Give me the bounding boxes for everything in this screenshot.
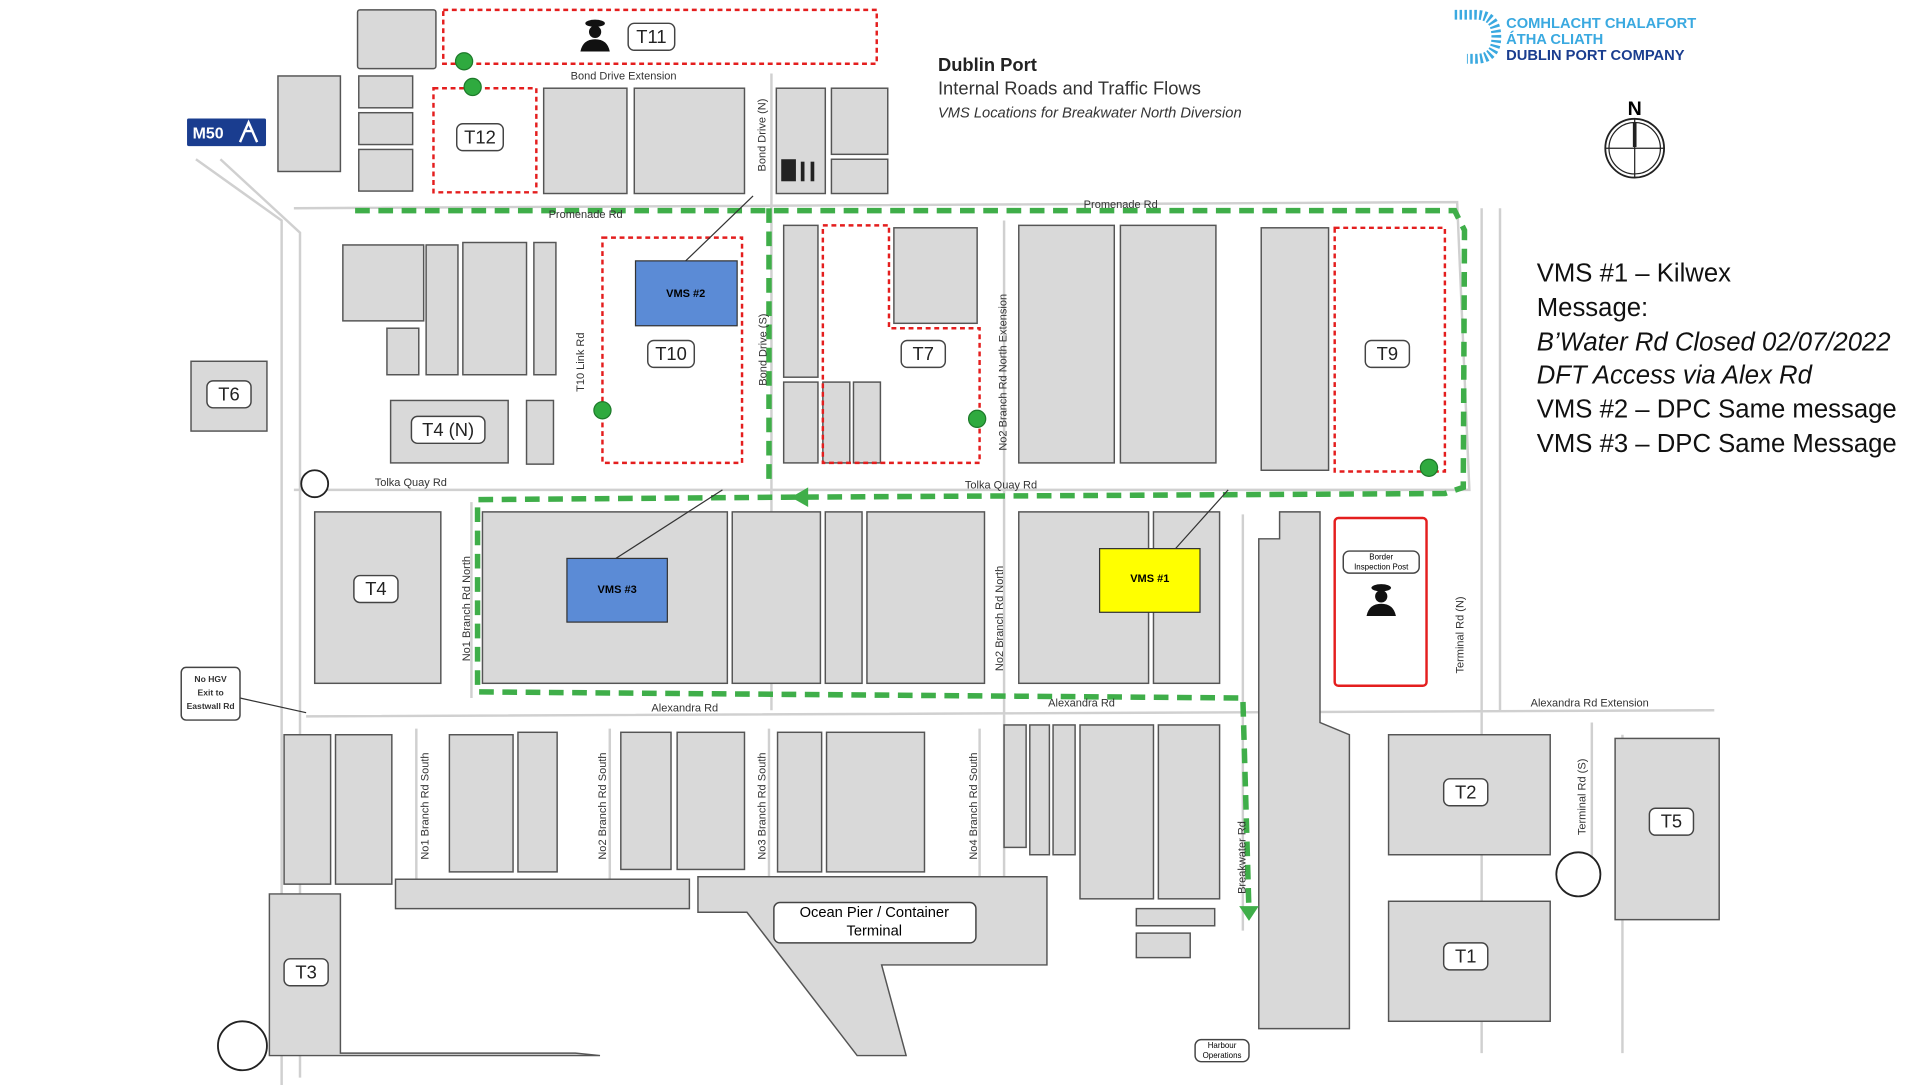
- vms-3-label: VMS #3: [598, 584, 637, 596]
- no2-north-label: No2 Branch Rd North: [994, 566, 1006, 671]
- page-title: Dublin Port: [938, 54, 1037, 75]
- terminal-s-label: Terminal Rd (S): [1577, 759, 1589, 836]
- terminal-t6-label: T6: [218, 383, 239, 404]
- roundabouts: [217, 469, 1602, 1072]
- tolka-e-label: Tolka Quay Rd: [965, 480, 1037, 492]
- compass-icon: N: [1604, 98, 1665, 179]
- label-label: M50: [193, 125, 224, 142]
- bond-n-label: Bond Drive (N): [756, 99, 768, 172]
- route-arrow-icon: [791, 487, 809, 507]
- caption: VMS Locations for Breakwater North Diver…: [938, 106, 1242, 122]
- company-logo: COMHLACHT CHALAFORT ÁTHA CLIATH DUBLIN P…: [1454, 9, 1696, 64]
- vms-1-sign: [1098, 548, 1201, 613]
- terminal-t4-label: T4: [365, 578, 386, 599]
- diversion-route: [355, 207, 1468, 921]
- officer-icon: [1366, 584, 1396, 616]
- no-hgv-label: No HGV: [194, 674, 227, 684]
- m50-sign: M50: [185, 116, 268, 148]
- terminal-labels: T11 T12 T10 T7 T9 T6 T4 (N) T4 T2 T5 T1 …: [206, 22, 1695, 987]
- line1-label: COMHLACHT CHALAFORT: [1506, 16, 1696, 32]
- breakwater-label: Breakwater Rd: [1236, 821, 1248, 894]
- officer-icon: [580, 19, 610, 52]
- motorway-icon: [238, 119, 259, 143]
- border-label-2: Inspection Post: [1354, 562, 1409, 571]
- vms-message-panel: VMS #1 – Kilwex Message: B’Water Rd Clos…: [1537, 260, 1897, 458]
- terminal-t5-label: T5: [1661, 811, 1682, 832]
- place-labels: Ocean Pier / Container Terminal Border I…: [180, 19, 1420, 1063]
- terminal-t4n-label: T4 (N): [422, 419, 474, 440]
- no1-north-label: No1 Branch Rd North: [461, 556, 473, 661]
- line1-label: VMS #1 – Kilwex: [1537, 260, 1731, 288]
- terminal-t7-label: T7: [913, 343, 934, 364]
- no3-south-label: No3 Branch Rd South: [756, 752, 768, 859]
- alexandra-w-label: Alexandra Rd: [651, 702, 718, 714]
- buildings: [190, 9, 1720, 1057]
- line5-label: VMS #2 – DPC Same message: [1537, 396, 1897, 424]
- no1-south-label: No1 Branch Rd South: [420, 752, 432, 859]
- alexandra-ext-label: Alexandra Rd Extension: [1531, 698, 1649, 710]
- terminal-t11-label: T11: [636, 26, 666, 47]
- vms-2-label: VMS #2: [666, 288, 705, 300]
- no2-south-label: No2 Branch Rd South: [597, 752, 609, 859]
- bond-ext-label: Bond Drive Extension: [571, 71, 677, 83]
- harbour-label-2: Operations: [1203, 1051, 1242, 1060]
- subtitle: Internal Roads and Traffic Flows: [938, 77, 1201, 98]
- map-title: Dublin Port Internal Roads and Traffic F…: [938, 54, 1242, 122]
- vms-1-label: VMS #1: [1130, 573, 1169, 585]
- ocean-pier-label-2: Terminal: [847, 924, 903, 940]
- road-labels: Bond Drive Extension Promenade Rd Promen…: [375, 71, 1649, 894]
- no4-south-label: No4 Branch Rd South: [968, 752, 980, 859]
- line6-label: VMS #3 – DPC Same Message: [1537, 430, 1897, 458]
- fuel-food-icon: [781, 159, 815, 182]
- border-label: Border: [1369, 553, 1393, 562]
- label-label: N: [1628, 98, 1642, 120]
- line3-label: B’Water Rd Closed 02/07/2022: [1537, 328, 1891, 356]
- vms-3-sign: [566, 557, 668, 623]
- promenade-w-label: Promenade Rd: [549, 209, 623, 221]
- no2-north-ext-label: No2 Branch Rd North Extension: [998, 294, 1010, 451]
- route-arrow-icon: [1239, 906, 1259, 921]
- alexandra-e-label: Alexandra Rd: [1048, 698, 1115, 710]
- promenade-e-label: Promenade Rd: [1084, 199, 1158, 211]
- no-hgv-label-3: Eastwall Rd: [187, 701, 235, 711]
- line2-label: ÁTHA CLIATH: [1506, 31, 1603, 48]
- line2-label: Message:: [1537, 294, 1648, 322]
- terminal-t9-label: T9: [1377, 343, 1398, 364]
- terminal-t10-label: T10: [655, 343, 687, 364]
- terminal-t2-label: T2: [1455, 781, 1476, 802]
- tolka-w-label: Tolka Quay Rd: [375, 477, 447, 489]
- t10-link-label: T10 Link Rd: [575, 332, 587, 391]
- harbour-label: Harbour: [1208, 1041, 1237, 1050]
- vms-signs: VMS #2 VMS #3 VMS #1: [566, 195, 1229, 623]
- line4-label: DFT Access via Alex Rd: [1537, 361, 1813, 389]
- terminal-t12-label: T12: [464, 126, 496, 147]
- logo-icon: [1454, 9, 1502, 64]
- terminal-t1-label: T1: [1455, 945, 1476, 966]
- no-hgv-label-2: Exit to: [198, 688, 224, 698]
- vms-2-sign: [634, 260, 738, 327]
- line3-label: DUBLIN PORT COMPANY: [1506, 48, 1685, 64]
- bond-s-label: Bond Drive (S): [758, 314, 770, 386]
- ocean-pier-label: Ocean Pier / Container: [800, 905, 950, 921]
- terminal-n-label: Terminal Rd (N): [1454, 596, 1466, 673]
- terminal-t3-label: T3: [295, 961, 316, 982]
- green-markers: [454, 52, 1439, 477]
